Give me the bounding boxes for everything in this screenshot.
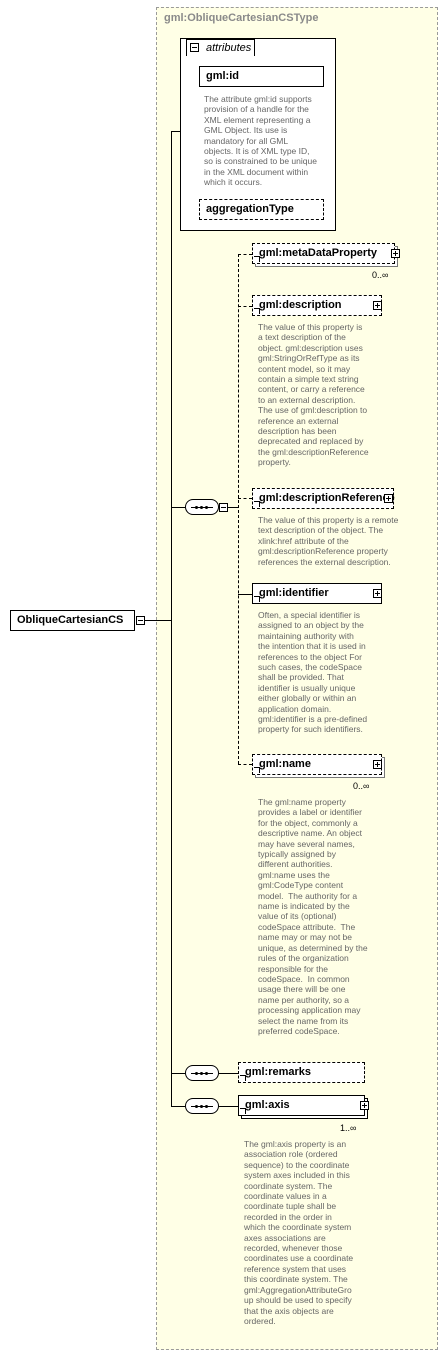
root-element-label: ObliqueCartesianCS xyxy=(17,614,124,626)
element-description-reference-label: gml:descriptionReference xyxy=(259,492,395,504)
expand-description-reference-icon[interactable] xyxy=(384,494,393,503)
attributes-tab-label: attributes xyxy=(206,42,252,54)
element-description-label: gml:description xyxy=(259,299,342,311)
element-metadata-property-label: gml:metaDataProperty xyxy=(259,247,377,259)
sequence-remarks-compositor[interactable] xyxy=(185,1065,219,1081)
sequence-axis-compositor[interactable] xyxy=(185,1098,219,1114)
attribute-aggregation-type[interactable]: aggregationType xyxy=(199,199,324,220)
attribute-aggregation-type-label: aggregationType xyxy=(206,203,294,215)
attribute-gml-id[interactable]: gml:id xyxy=(199,66,324,87)
element-identifier[interactable]: gml:identifier xyxy=(252,583,382,604)
sequence-compositor[interactable] xyxy=(185,499,219,515)
description-doc: The value of this property is a text des… xyxy=(258,322,369,468)
expand-axis-icon[interactable] xyxy=(360,1101,369,1110)
description-reference-doc: The value of this property is a remote t… xyxy=(258,515,399,567)
element-metadata-property[interactable]: gml:metaDataProperty xyxy=(252,243,395,264)
attribute-gml-id-doc: The attribute gml:id supports provision … xyxy=(204,94,317,188)
element-axis-label: gml:axis xyxy=(245,1099,290,1111)
name-doc: The gml:name property provides a label o… xyxy=(258,797,368,1036)
attributes-tab[interactable]: attributes xyxy=(186,39,255,56)
root-collapse-icon[interactable] xyxy=(136,616,145,625)
attribute-gml-id-label: gml:id xyxy=(206,70,239,82)
element-description-reference[interactable]: gml:descriptionReference xyxy=(252,488,395,509)
element-description[interactable]: gml:description xyxy=(252,295,382,316)
axis-doc: The gml:axis property is an association … xyxy=(244,1139,354,1326)
element-remarks[interactable]: gml:remarks xyxy=(238,1062,365,1083)
element-name-label: gml:name xyxy=(259,758,311,770)
metadata-property-occurs: 0..∞ xyxy=(372,270,389,280)
element-name[interactable]: gml:name xyxy=(252,754,382,775)
expand-description-icon[interactable] xyxy=(373,301,382,310)
sequence-collapse-icon[interactable] xyxy=(219,503,228,512)
root-element[interactable]: ObliqueCartesianCS xyxy=(10,610,135,631)
element-axis[interactable]: gml:axis xyxy=(238,1095,365,1116)
element-remarks-label: gml:remarks xyxy=(245,1066,312,1078)
expand-name-icon[interactable] xyxy=(373,760,382,769)
name-occurs: 0..∞ xyxy=(353,781,370,791)
axis-occurs: 1..∞ xyxy=(340,1123,357,1133)
expand-identifier-icon[interactable] xyxy=(373,589,382,598)
identifier-doc: Often, a special identifier is assigned … xyxy=(258,610,368,735)
type-title: gml:ObliqueCartesianCSType xyxy=(164,12,319,24)
element-identifier-label: gml:identifier xyxy=(259,587,329,599)
expand-metadata-property-icon[interactable] xyxy=(391,249,400,258)
attributes-collapse-icon[interactable] xyxy=(190,43,199,52)
